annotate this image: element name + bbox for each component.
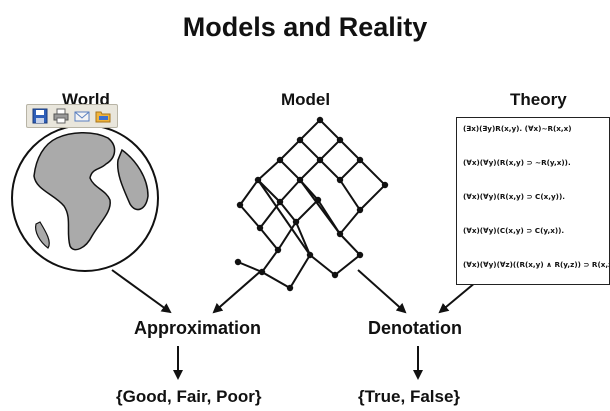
- email-icon[interactable]: [74, 108, 90, 124]
- theory-formula: (∀x)(∀y)(C(x,y) ⊃ C(y,x)).: [463, 226, 565, 235]
- theory-box: (∃x)(∃y)R(x,y). (∀x)~R(x,x) (∀x)(∀y)(R(x…: [456, 117, 610, 285]
- arrow-model-to-approximation: [212, 269, 263, 314]
- approximation-label: Approximation: [134, 318, 262, 338]
- floating-toolbar: [26, 104, 118, 128]
- denotation-outcomes: {True, False}: [358, 387, 461, 406]
- globe-icon: [11, 124, 159, 272]
- denotation-label: Denotation: [368, 318, 462, 338]
- theory-formula: (∃x)(∃y)R(x,y). (∀x)~R(x,x): [463, 124, 572, 133]
- arrow-world-to-approximation: [111, 269, 172, 314]
- model-label: Model: [281, 90, 331, 109]
- slide-title: Models and Reality: [182, 12, 428, 42]
- theory-formula: (∀x)(∀y)(R(x,y) ⊃ C(x,y)).: [463, 192, 565, 201]
- arrow-model-to-denotation: [357, 269, 407, 314]
- approximation-outcomes: {Good, Fair, Poor}: [116, 387, 262, 406]
- print-icon[interactable]: [53, 108, 69, 124]
- lattice-nodes: [234, 116, 389, 292]
- theory-label: Theory: [510, 90, 567, 109]
- theory-formula: (∀x)(∀y)(∀z)((R(x,y) ∧ R(y,z)) ⊃ R(x,z)): [463, 260, 610, 269]
- open-folder-icon[interactable]: [95, 108, 111, 124]
- model-lattice: [237, 118, 387, 290]
- save-icon[interactable]: [32, 108, 48, 124]
- theory-formula: (∀x)(∀y)(R(x,y) ⊃ ~R(y,x)).: [463, 158, 571, 167]
